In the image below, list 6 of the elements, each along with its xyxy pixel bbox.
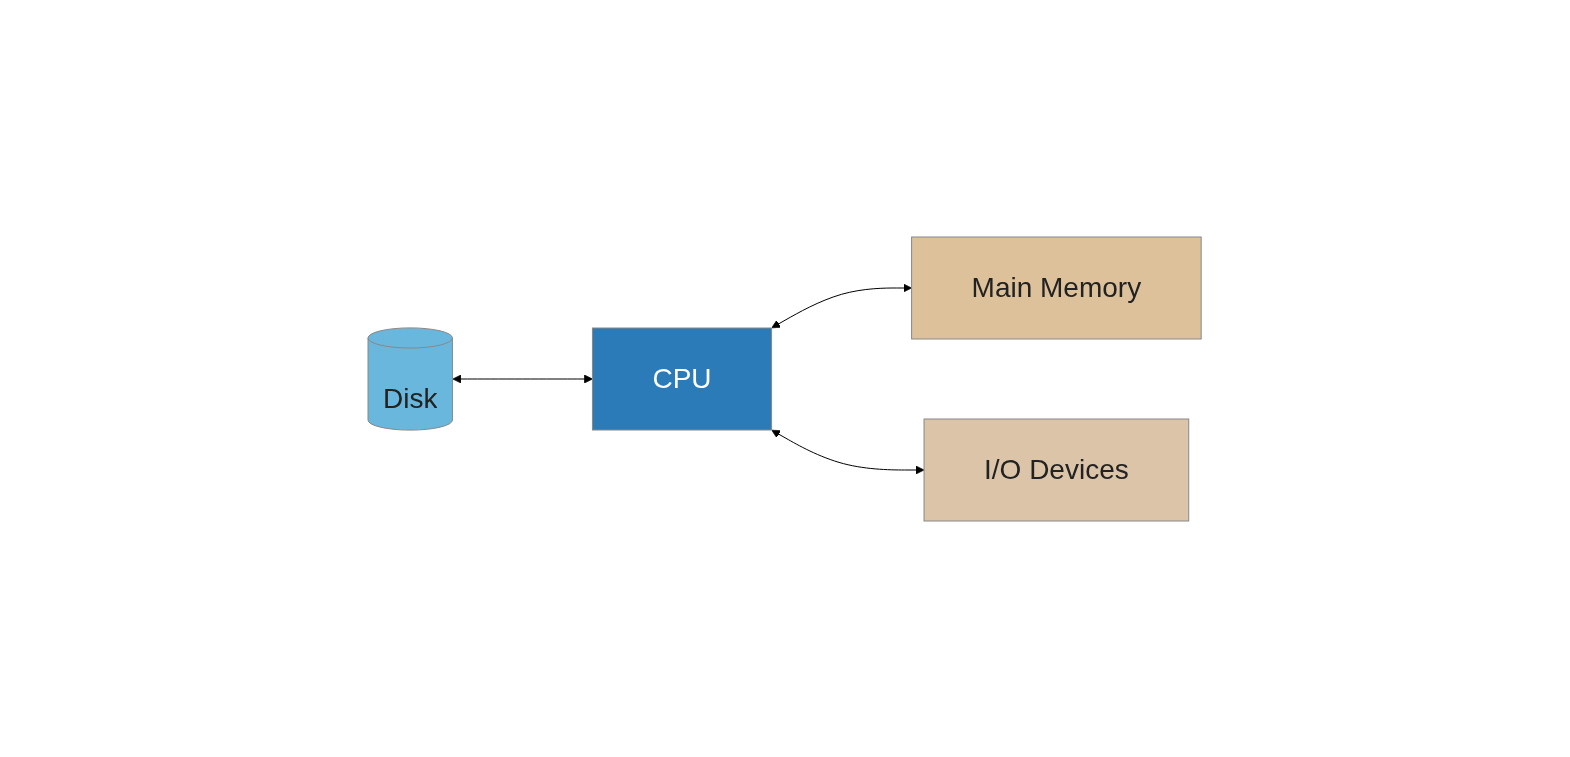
- arrow: [771, 283, 913, 328]
- arrow: [452, 374, 594, 383]
- arrow: [771, 429, 925, 474]
- node-box: CPU: [592, 327, 773, 430]
- node-box: I/O Devices: [923, 418, 1190, 521]
- node-box: Main Memory: [911, 236, 1203, 339]
